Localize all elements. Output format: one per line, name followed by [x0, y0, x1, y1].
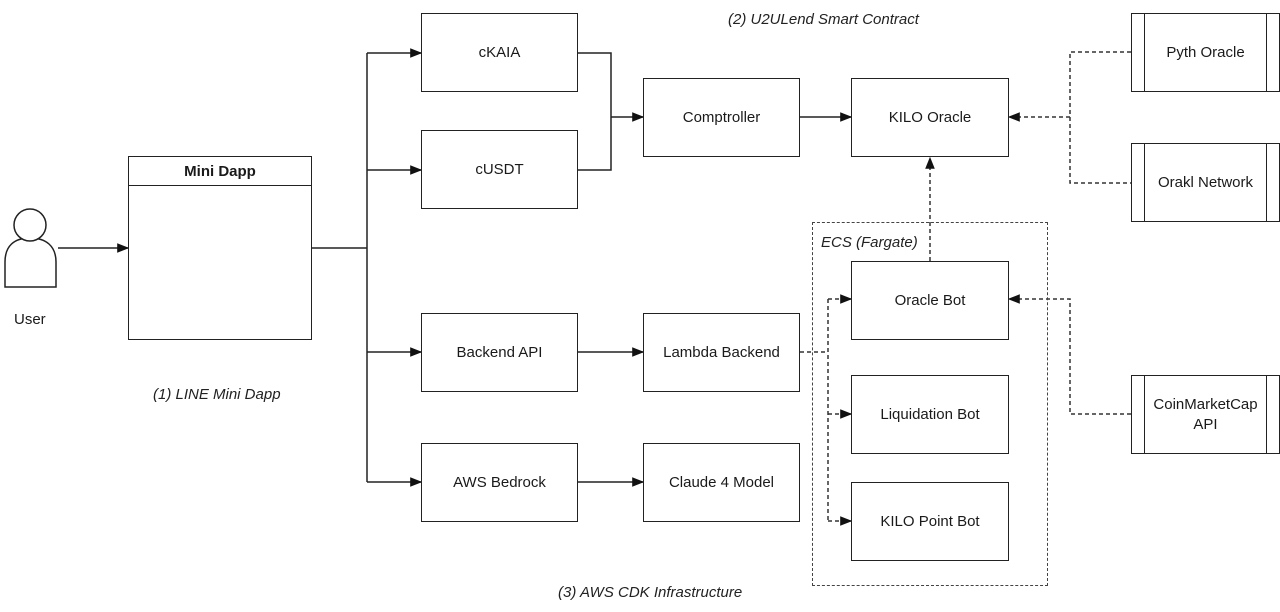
edge-minidapp-trunk	[311, 53, 368, 482]
node-aws-bedrock[interactable]: AWS Bedrock	[421, 443, 578, 522]
person-icon	[4, 208, 57, 288]
edge-lambda-bots	[800, 299, 829, 521]
node-oracle-bot[interactable]: Oracle Bot	[851, 261, 1009, 340]
user-label: User	[14, 311, 46, 328]
node-kilo-oracle[interactable]: KILO Oracle	[851, 78, 1009, 157]
node-cusdt[interactable]: cUSDT	[421, 130, 578, 209]
node-coinmarketcap-api[interactable]: CoinMarketCap API	[1131, 375, 1280, 454]
node-claude-4-model[interactable]: Claude 4 Model	[643, 443, 800, 522]
mini-dapp-box[interactable]: Mini Dapp	[128, 156, 312, 340]
node-kilo-point-bot[interactable]: KILO Point Bot	[851, 482, 1009, 561]
node-orakl-network[interactable]: Orakl Network	[1131, 143, 1280, 222]
caption-smart-contract: (2) U2ULend Smart Contract	[728, 11, 919, 28]
mini-dapp-title: Mini Dapp	[129, 157, 311, 186]
edge-ckaia-comptroller	[578, 52, 643, 171]
node-ckaia[interactable]: cKAIA	[421, 13, 578, 92]
ecs-fargate-group	[812, 222, 1048, 586]
caption-ecs: ECS (Fargate)	[821, 234, 918, 251]
node-comptroller[interactable]: Comptroller	[643, 78, 800, 157]
edge-pyth-kilooracle	[1069, 51, 1131, 184]
node-lambda-backend[interactable]: Lambda Backend	[643, 313, 800, 392]
node-backend-api[interactable]: Backend API	[421, 313, 578, 392]
node-liquidation-bot[interactable]: Liquidation Bot	[851, 375, 1009, 454]
edge-cmc-oraclebot	[1007, 294, 1131, 415]
node-pyth-oracle[interactable]: Pyth Oracle	[1131, 13, 1280, 92]
caption-aws-cdk: (3) AWS CDK Infrastructure	[558, 584, 743, 601]
caption-line-mini-dapp: (1) LINE Mini Dapp	[153, 386, 281, 403]
